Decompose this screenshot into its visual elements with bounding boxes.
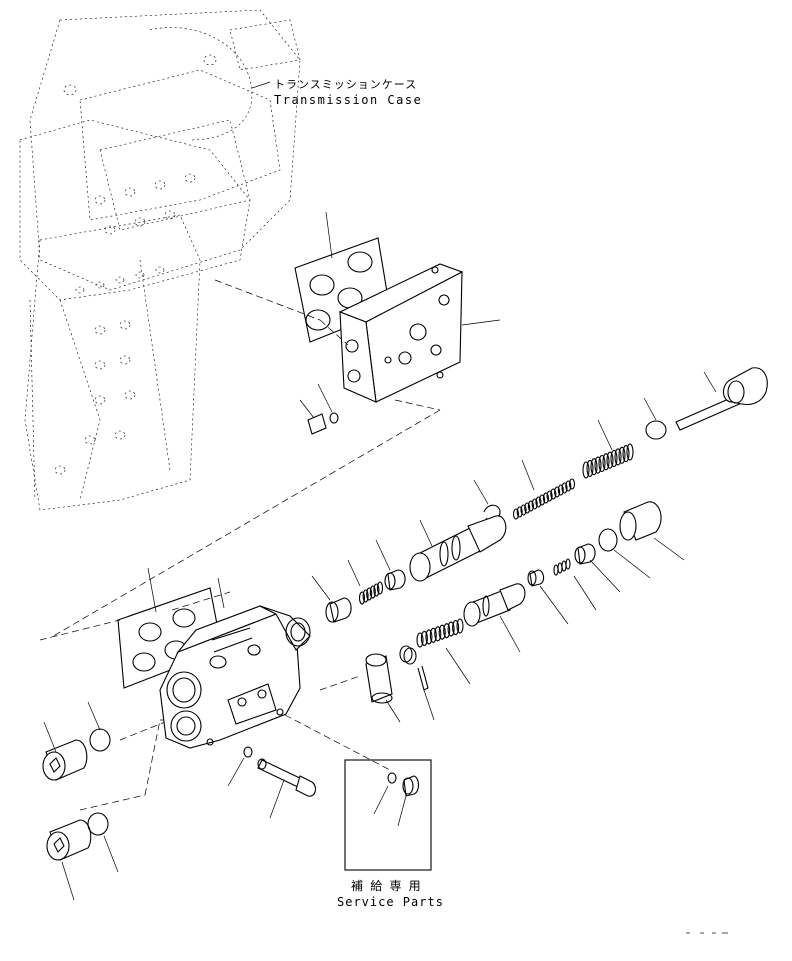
spring-coil (373, 583, 380, 597)
spring-coil (429, 627, 437, 643)
case-bolt-holes (54, 54, 217, 475)
o-ring-icon (598, 528, 618, 552)
spring-coil (561, 482, 568, 494)
o-ring-icon (387, 772, 397, 784)
spring-coil (546, 490, 553, 502)
spring-coil (582, 461, 590, 479)
spring-coil (456, 618, 464, 634)
o-ring-icon (87, 812, 109, 836)
spring-coil (598, 454, 606, 473)
bolt-icon (257, 758, 317, 819)
coil-spring-icon (416, 618, 464, 648)
spring-coil (606, 451, 614, 469)
spring-coil (416, 632, 424, 648)
spring-coil (516, 506, 523, 518)
spring-coil (535, 496, 542, 508)
spring-coil (434, 626, 442, 642)
transmission-case-label-jp: トランスミッションケース (274, 78, 417, 91)
spring-coil (447, 621, 455, 637)
spring-cap-icon (527, 569, 569, 625)
spring-coil (520, 504, 527, 516)
spring-coil (554, 486, 561, 498)
spring-coil (539, 494, 546, 506)
spring-coil (561, 560, 567, 572)
spring-coil (586, 459, 594, 477)
spring-coil (622, 445, 630, 463)
spring-coil (425, 629, 433, 645)
valve-spool-icon (675, 367, 768, 431)
spring-coil (443, 623, 451, 639)
coil-spring-icon (512, 478, 576, 520)
spring-coil (557, 484, 564, 496)
spring-coil (626, 443, 634, 461)
spring-coil (524, 502, 531, 514)
coil-spring-icon (358, 581, 384, 605)
spring-cap-icon (574, 543, 621, 593)
spring-coil (553, 564, 559, 576)
spring-coil (550, 488, 557, 500)
coil-spring-icon (553, 558, 571, 576)
spring-coil (369, 585, 376, 599)
spring-coil (531, 498, 538, 510)
transmission-case-label-en: Transmission Case (274, 93, 422, 107)
valve-housing-icon (159, 605, 311, 749)
spring-coil (594, 456, 602, 474)
washer-icon (243, 746, 253, 758)
plug-icon (619, 501, 685, 561)
spring-coil (527, 500, 534, 512)
service-parts-label-en: Service Parts (337, 895, 444, 909)
service-parts-label-jp: 補 給 専 用 (351, 879, 421, 893)
piston-icon (365, 653, 401, 723)
service-parts-box: 補 給 専 用 Service Parts (337, 759, 444, 909)
spring-coil (590, 458, 598, 476)
valve-spool-icon (463, 583, 526, 653)
spring-coil (568, 478, 576, 490)
spring-cap-icon (311, 575, 352, 623)
spring-coil (602, 453, 610, 471)
spring-coil (512, 508, 520, 520)
spring-coil (565, 558, 571, 570)
spring-coil (420, 630, 428, 646)
spring-coil (618, 446, 626, 464)
spring-coil (362, 589, 369, 603)
spring-coil (438, 624, 446, 640)
plug-icon (42, 721, 88, 781)
o-ring-icon (89, 728, 111, 752)
small-plug-icon (299, 383, 339, 435)
transmission-case-outline (19, 9, 301, 511)
spring-coil (376, 581, 384, 595)
spring-coil (366, 587, 373, 601)
o-ring-icon (645, 420, 667, 440)
spring-coil (565, 480, 572, 492)
spring-cap-icon (375, 539, 406, 591)
spring-coil (610, 449, 618, 468)
small-plug-icon (397, 775, 420, 827)
valve-spool-icon (409, 515, 507, 582)
transmission-case-label: トランスミッションケース Transmission Case (251, 78, 422, 107)
spring-coil (614, 448, 622, 466)
plug-icon (46, 819, 92, 901)
valve-cover-block-icon (338, 263, 501, 403)
coil-spring-icon (582, 443, 634, 479)
clip-icon (473, 479, 501, 522)
spring-coil (452, 620, 460, 636)
spring-coil (358, 591, 366, 605)
spring-coil (557, 562, 563, 574)
snap-ring-icon (399, 645, 435, 721)
spring-coil (542, 492, 549, 504)
